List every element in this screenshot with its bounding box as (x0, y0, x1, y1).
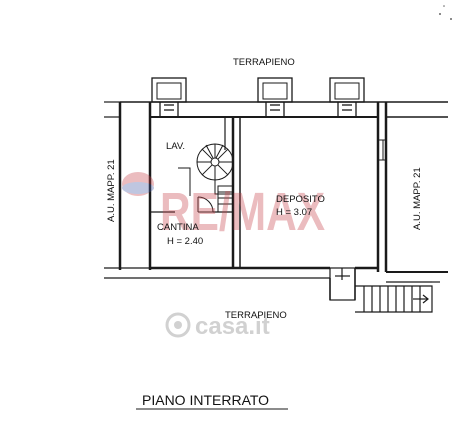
room-deposito-name: DEPOSITO (276, 194, 325, 205)
label-terrapieno-bottom: TERRAPIENO (225, 310, 287, 321)
laundry-fixture (178, 167, 191, 196)
remax-watermark: RE/MAX (122, 172, 325, 242)
room-deposito-height: H = 3.07 (276, 207, 312, 218)
casa-watermark: casa.it (165, 312, 270, 340)
light-well-left (151, 77, 187, 117)
watermark-site: casa.it (195, 313, 270, 340)
room-cantina-height: H = 2.40 (167, 236, 203, 247)
room-cantina-name: CANTINA (157, 222, 199, 233)
label-terrapieno-top: TERRAPIENO (233, 57, 295, 68)
external-stair (329, 267, 440, 313)
wall-openings (379, 139, 385, 161)
watermark-brand: RE/MAX (160, 182, 325, 242)
cantina-stair (217, 185, 234, 213)
plan-title: PIANO INTERRATO (142, 392, 269, 408)
cantina-door (197, 196, 214, 213)
light-well-right (329, 77, 365, 117)
spiral-staircase (196, 143, 234, 195)
scan-specks (439, 5, 452, 20)
label-au-right: A.U. MAPP. 21 (412, 167, 423, 230)
label-au-left: A.U. MAPP. 21 (106, 159, 117, 222)
light-well-center (257, 77, 293, 117)
room-lav-name: LAV. (166, 141, 185, 152)
